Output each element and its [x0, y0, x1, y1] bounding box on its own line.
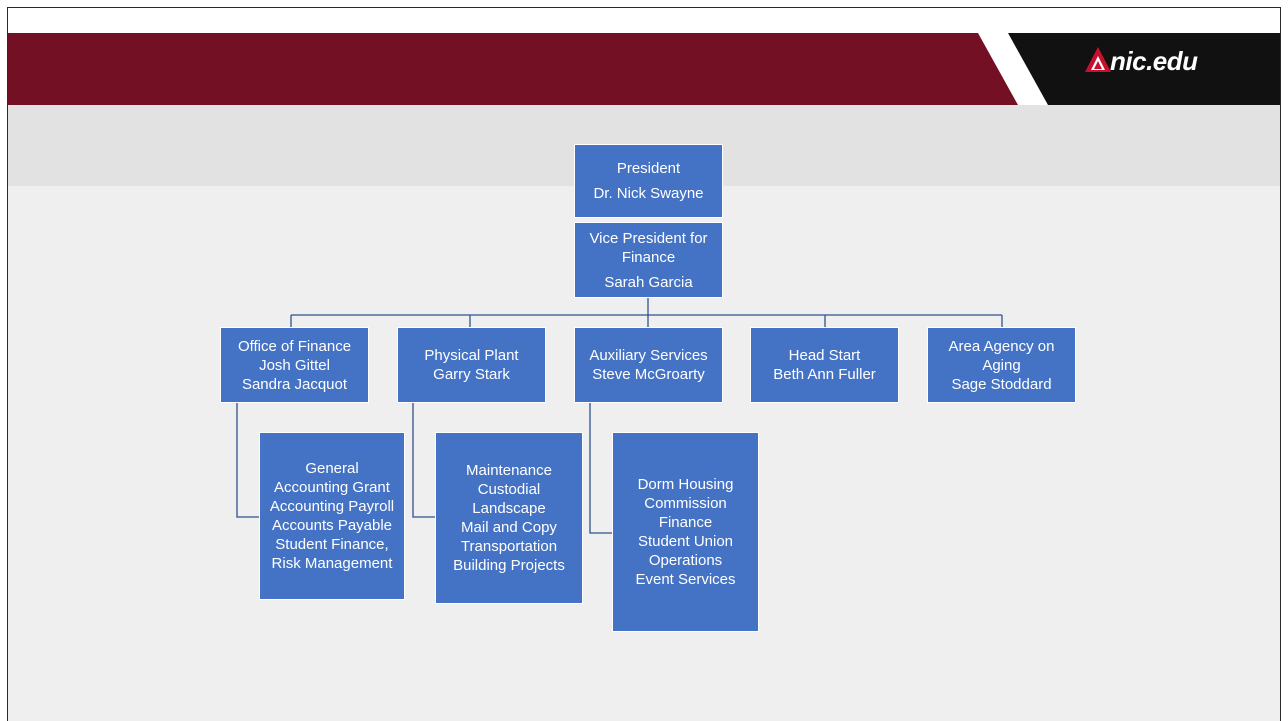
dept-physical-plant: Physical Plant Garry Stark	[397, 327, 546, 403]
top-strip	[8, 8, 1280, 33]
vp-title-line1: Vice President for	[589, 229, 708, 247]
subunit-item: Operations	[648, 552, 723, 569]
subunit-item: General	[305, 460, 359, 477]
org-connectors	[236, 298, 1003, 534]
subunit-item: Event Services	[635, 571, 736, 588]
subunit-item: Mail and Copy	[461, 519, 557, 536]
subunit-item: Risk Management	[271, 555, 393, 572]
connector-to-plant-subunits	[412, 401, 435, 518]
dept-name: Sage Stoddard	[951, 375, 1052, 393]
dept-title: Auxiliary Services	[589, 347, 708, 364]
dept-title: Office of Finance	[237, 337, 352, 355]
logo-text: nic.edu	[1110, 46, 1198, 76]
dept-title-line: Area Agency on	[948, 337, 1055, 355]
subunit-item: Transportation	[460, 538, 558, 555]
president-box: President Dr. Nick Swayne	[574, 144, 723, 218]
subunit-item: Building Projects	[453, 557, 565, 574]
president-name: Dr. Nick Swayne	[593, 185, 704, 202]
dept-name: Sandra Jacquot	[241, 375, 348, 393]
dept-title: Physical Plant	[424, 347, 519, 364]
vp-title-line2: Finance	[621, 248, 676, 266]
dept-area-agency-on-aging: Area Agency on Aging Sage Stoddard	[927, 327, 1076, 403]
vp-name: Sarah Garcia	[604, 273, 693, 291]
dept-title: Head Start	[788, 347, 861, 364]
subunit-item: Accounts Payable	[271, 517, 393, 534]
connector-to-finance-subunits	[236, 401, 259, 518]
subunit-item: Accounting Payroll	[269, 498, 395, 515]
subunits-office-of-finance: General Accounting Grant Accounting Payr…	[259, 432, 405, 600]
logo-box	[1008, 33, 1280, 105]
subunit-item: Maintenance	[466, 462, 552, 479]
slide: nic.edu President Dr. Nick Swayne Vice P…	[7, 7, 1281, 721]
dept-head-start: Head Start Beth Ann Fuller	[750, 327, 899, 403]
mountain-triangle-icon	[1085, 47, 1111, 72]
subunit-item: Student Union	[637, 533, 734, 550]
subunit-item: Commission	[644, 495, 727, 512]
vp-box: Vice President for Finance Sarah Garcia	[574, 222, 723, 298]
subunits-auxiliary-services: Dorm Housing Commission Finance Student …	[612, 432, 759, 632]
subunits-physical-plant: Maintenance Custodial Landscape Mail and…	[435, 432, 583, 604]
president-title: President	[616, 160, 681, 177]
subunit-item: Dorm Housing	[637, 476, 734, 493]
subunit-item: Accounting Grant	[274, 479, 390, 496]
dept-title-line: Aging	[982, 356, 1021, 374]
dept-auxiliary-services: Auxiliary Services Steve McGroarty	[574, 327, 723, 403]
dept-name: Beth Ann Fuller	[773, 366, 876, 383]
dept-name: Josh Gittel	[259, 356, 330, 374]
dept-office-of-finance: Office of Finance Josh Gittel Sandra Jac…	[220, 327, 369, 403]
subunit-item: Finance	[658, 514, 713, 531]
subunit-item: Student Finance,	[275, 536, 389, 553]
subunit-item: Landscape	[472, 500, 546, 517]
dept-name: Steve McGroarty	[592, 366, 705, 383]
subunit-item: Custodial	[477, 481, 541, 498]
dept-name: Garry Stark	[433, 366, 510, 383]
connector-to-auxiliary-subunits	[589, 401, 612, 534]
